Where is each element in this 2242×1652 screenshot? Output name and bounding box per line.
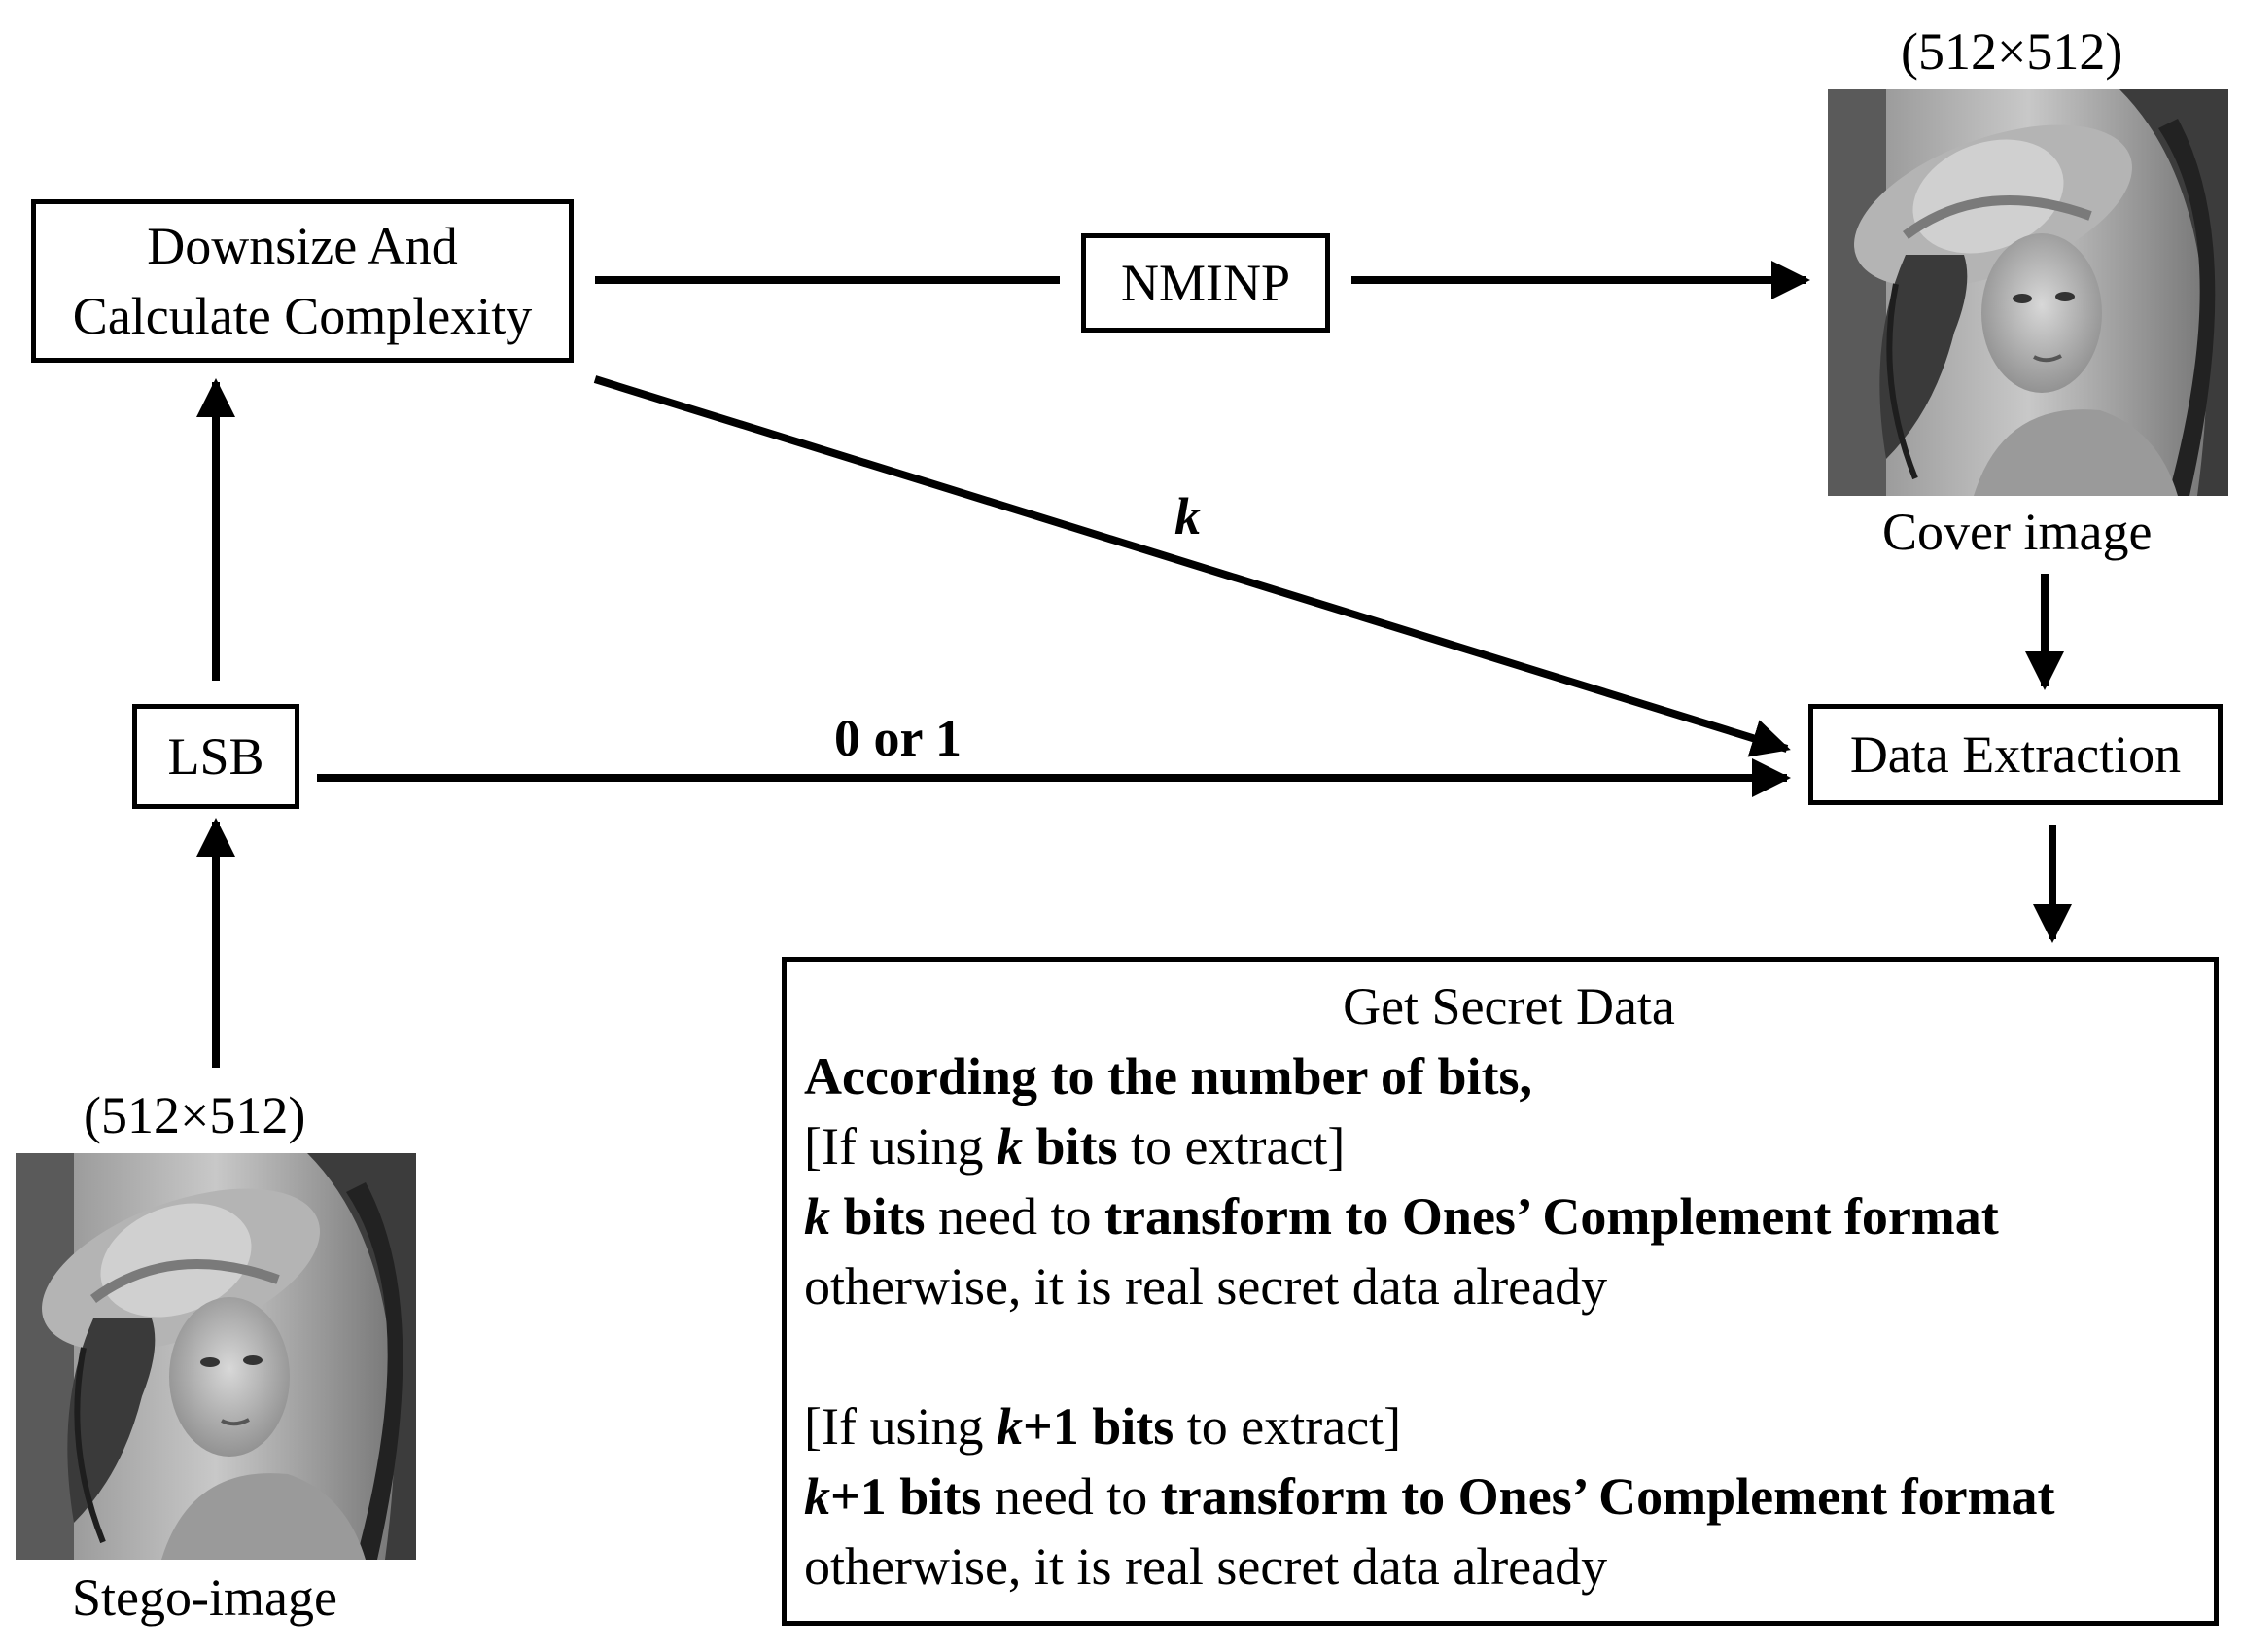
cover-size-label: (512×512) xyxy=(1901,22,2123,81)
lsb-label: LSB xyxy=(167,727,264,786)
block1-otherwise: otherwise, it is real secret data alread… xyxy=(804,1257,1608,1316)
nminp-label: NMINP xyxy=(1120,254,1291,312)
data-extraction-box: Data Extraction xyxy=(1808,704,2223,805)
block2-transform-line: k+1 bits need to transform to Ones’ Comp… xyxy=(804,1467,2055,1526)
nminp-box: NMINP xyxy=(1081,233,1330,333)
stego-image xyxy=(16,1153,416,1560)
cover-caption: Cover image xyxy=(1882,503,2153,561)
stego-image-picture xyxy=(16,1153,416,1560)
secret-heading: According to the number of bits, xyxy=(804,1047,1532,1106)
secret-data-box: Get Secret Data According to the number … xyxy=(782,957,2219,1626)
edge-label-k: k xyxy=(1174,487,1201,545)
cover-image-picture xyxy=(1828,89,2228,496)
cover-image xyxy=(1828,89,2228,496)
block2-otherwise: otherwise, it is real secret data alread… xyxy=(804,1537,1608,1596)
downsize-box: Downsize And Calculate Complexity xyxy=(31,199,574,363)
secret-title: Get Secret Data xyxy=(1343,977,1675,1036)
downsize-line-1: Downsize And xyxy=(147,217,458,275)
lsb-box: LSB xyxy=(132,704,299,809)
block2-condition: [If using k+1 bits to extract] xyxy=(804,1397,1402,1456)
block1-condition: [If using k bits to extract] xyxy=(804,1117,1346,1176)
downsize-line-2: Calculate Complexity xyxy=(72,287,533,345)
block1-transform-line: k bits need to transform to Ones’ Comple… xyxy=(804,1187,1999,1246)
stego-size-label: (512×512) xyxy=(84,1086,306,1144)
secret-spacer xyxy=(804,1321,2214,1391)
stego-caption: Stego-image xyxy=(72,1568,337,1627)
edge-downsize-extraction xyxy=(593,375,1791,757)
data-extraction-label: Data Extraction xyxy=(1849,725,2182,784)
edge-label-zero-or-one: 0 or 1 xyxy=(834,709,962,767)
